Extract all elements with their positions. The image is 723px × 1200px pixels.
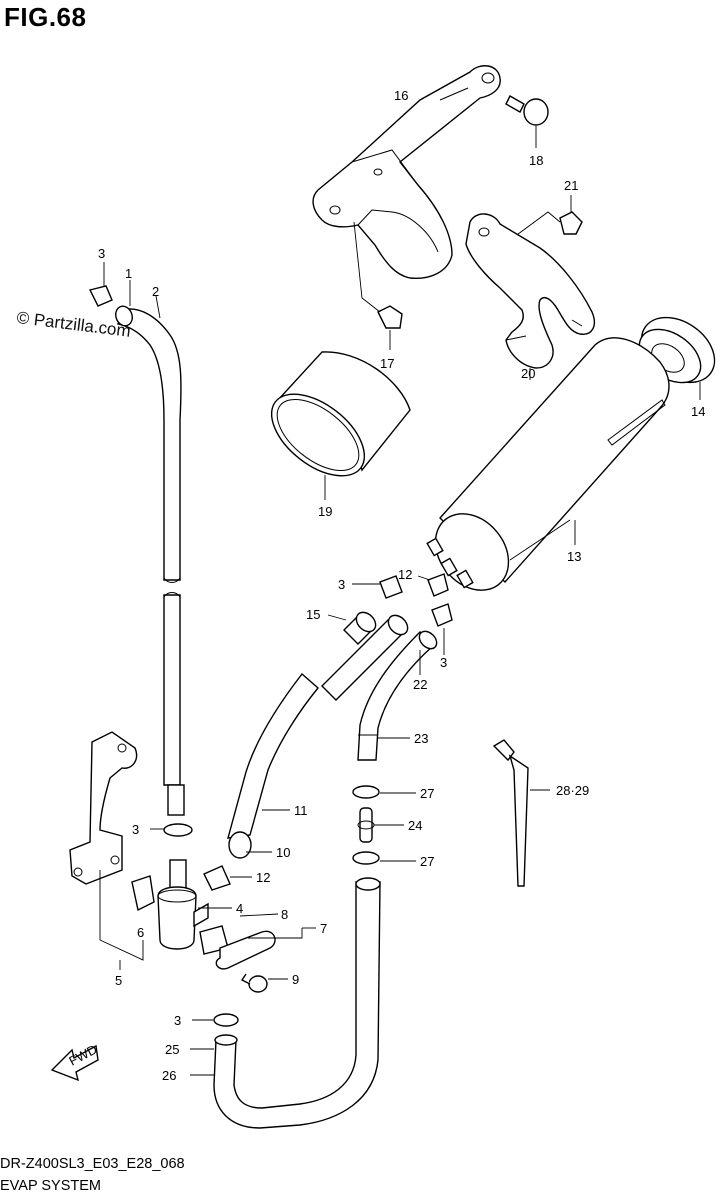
callout-26: 26 [162,1068,176,1083]
part-25-26-hose[interactable] [190,877,381,1129]
part-27-clip-lower[interactable] [352,851,416,865]
part-11-hose[interactable] [227,612,411,859]
callout-3: 3 [98,246,105,261]
part-12-clip-canister[interactable] [417,573,449,597]
callout-23: 23 [414,731,428,746]
part-15-plug[interactable] [327,609,379,645]
part-17-bolt[interactable] [353,221,403,350]
part-19-canister-guard[interactable] [257,351,411,500]
callout-27: 27 [420,854,434,869]
callout-25: 25 [165,1042,179,1057]
callout-2: 2 [152,284,159,299]
part-3-clip-canister-lower[interactable] [431,603,453,655]
model-code: DR-Z400SL3_E03_E28_068 [0,1156,185,1172]
part-20-clamp-bracket[interactable] [465,213,596,380]
callout-16: 16 [394,88,408,103]
callout-24: 24 [408,818,422,833]
system-name: EVAP SYSTEM [0,1178,101,1194]
part-3-clip-canister[interactable] [352,575,403,599]
callout-8: 8 [281,907,288,922]
part-13-canister[interactable] [420,337,670,605]
callout-12: 12 [256,870,270,885]
part-3-clip-top[interactable] [88,262,113,307]
part-3-clip-lower[interactable] [150,823,193,837]
callout-7: 7 [320,921,327,936]
callout-9: 9 [292,972,299,987]
callout-10: 10 [276,845,290,860]
callout-28-29: 28·29 [556,783,589,798]
callout-21: 21 [564,178,578,193]
callout-20: 20 [521,366,535,381]
callout-15: 15 [306,607,320,622]
callout-22: 22 [413,677,427,692]
part-9-bolt[interactable] [240,973,288,993]
callout-13: 13 [567,549,581,564]
callout-4: 4 [236,901,243,916]
part-22-23-hose[interactable] [357,628,440,761]
fwd-arrow-icon: FWD [50,1042,100,1082]
part-28-29-tie[interactable] [492,739,550,887]
callout-14: 14 [691,404,705,419]
callout-11: 11 [294,803,308,818]
callout-3: 3 [174,1013,181,1028]
part-3-clip-bottom[interactable] [192,1013,239,1027]
callout-27: 27 [420,786,434,801]
part-21-bolt[interactable] [509,195,583,241]
part-4-fitting[interactable] [157,859,232,950]
part-12-clip-lower[interactable] [203,865,252,891]
callout-18: 18 [529,153,543,168]
callout-labels: 16 18 21 3 1 2 17 20 14 19 13 3 12 15 3 … [98,88,705,1083]
part-24-connector[interactable] [357,807,404,843]
part-16-bracket[interactable] [312,65,501,279]
callout-12: 12 [398,567,412,582]
callout-1: 1 [125,266,132,281]
callout-3: 3 [440,655,447,670]
part-18-bolt[interactable] [505,95,549,148]
figure-title: FIG.68 [4,2,87,32]
callout-3: 3 [132,822,139,837]
callout-19: 19 [318,504,332,519]
part-7-8-clamp[interactable] [199,913,316,970]
callout-17: 17 [380,356,394,371]
part-27-clip-upper[interactable] [352,785,416,799]
callout-6: 6 [137,925,144,940]
part-5-bracket[interactable] [69,731,144,970]
callout-3: 3 [338,577,345,592]
callout-5: 5 [115,973,122,988]
part-6-clip[interactable] [131,875,155,912]
part-1-2-hose[interactable] [113,280,185,816]
